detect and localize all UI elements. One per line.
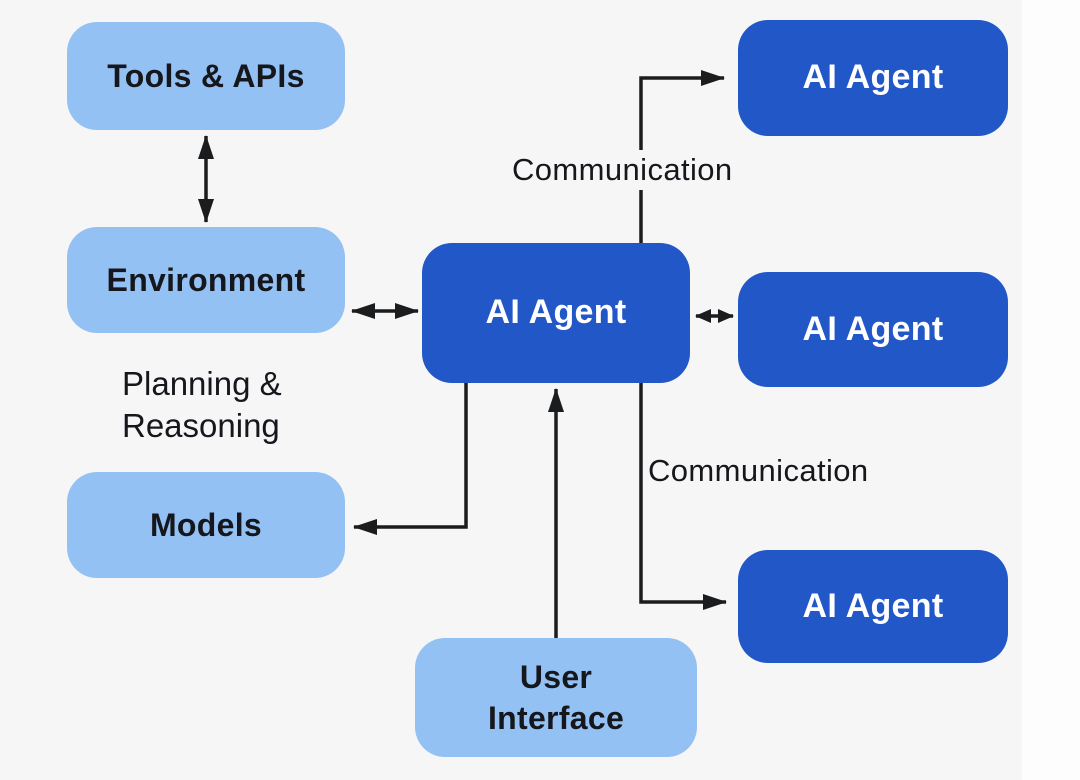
edge-agent-center-agent-bottom-right bbox=[639, 383, 727, 610]
page-margin bbox=[1022, 0, 1080, 780]
node-environment: Environment bbox=[67, 227, 345, 333]
edge-agent-center-models bbox=[353, 383, 468, 535]
label-communication-bottom: Communication bbox=[648, 453, 869, 488]
node-models: Models bbox=[67, 472, 345, 578]
node-ai-agent-middle-right: AI Agent bbox=[738, 272, 1008, 387]
node-tools-apis: Tools & APIs bbox=[67, 22, 345, 130]
node-ai-agent-center: AI Agent bbox=[422, 243, 690, 383]
node-ai-agent-bottom-right: AI Agent bbox=[738, 550, 1008, 663]
node-user-interface: User Interface bbox=[415, 638, 697, 757]
label-planning-reasoning: Planning & Reasoning bbox=[122, 365, 282, 444]
node-ai-agent-top-right: AI Agent bbox=[738, 20, 1008, 136]
label-communication-top: Communication bbox=[508, 150, 737, 190]
